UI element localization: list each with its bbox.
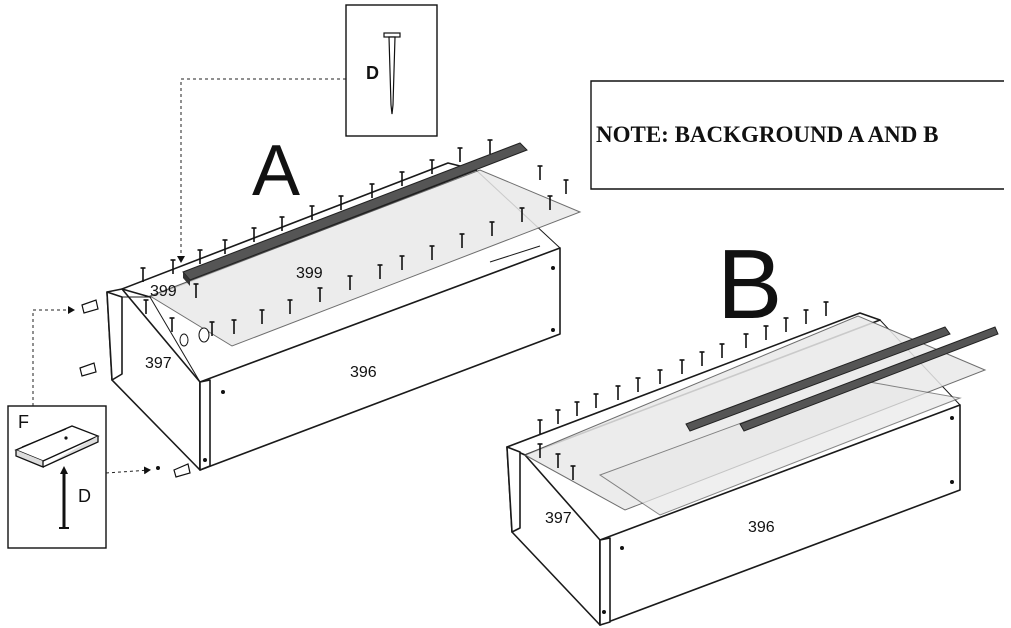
nail-row-end [536,165,570,195]
nail-icon [383,32,401,115]
bracket-icon [14,425,100,468]
assembly-b-title: B [717,229,782,339]
nail-icon [59,466,69,529]
assembly-a-title: A [252,131,300,211]
leader-line-nail [177,78,346,263]
bracket-callout: F D [7,405,107,549]
nail-callout-label: D [366,63,379,83]
bracket-callout-label: F [18,412,29,432]
part-label-397: 397 [545,510,572,527]
note-text: NOTE: BACKGROUND A AND B [596,122,938,147]
assembly-b: B [506,229,999,626]
bracket-nail-label: D [78,486,91,506]
nail-callout: D [345,4,438,137]
leader-line-bracket-upper [32,306,75,406]
part-label-399-center: 399 [296,265,323,282]
leader-line-bracket-lower [105,466,151,475]
part-label-399-left: 399 [150,283,177,300]
part-label-397: 397 [145,355,172,372]
note-box: NOTE: BACKGROUND A AND B [590,80,1004,190]
assembly-a: A [106,131,582,471]
part-label-396: 396 [748,519,775,536]
part-label-396: 396 [350,364,377,381]
